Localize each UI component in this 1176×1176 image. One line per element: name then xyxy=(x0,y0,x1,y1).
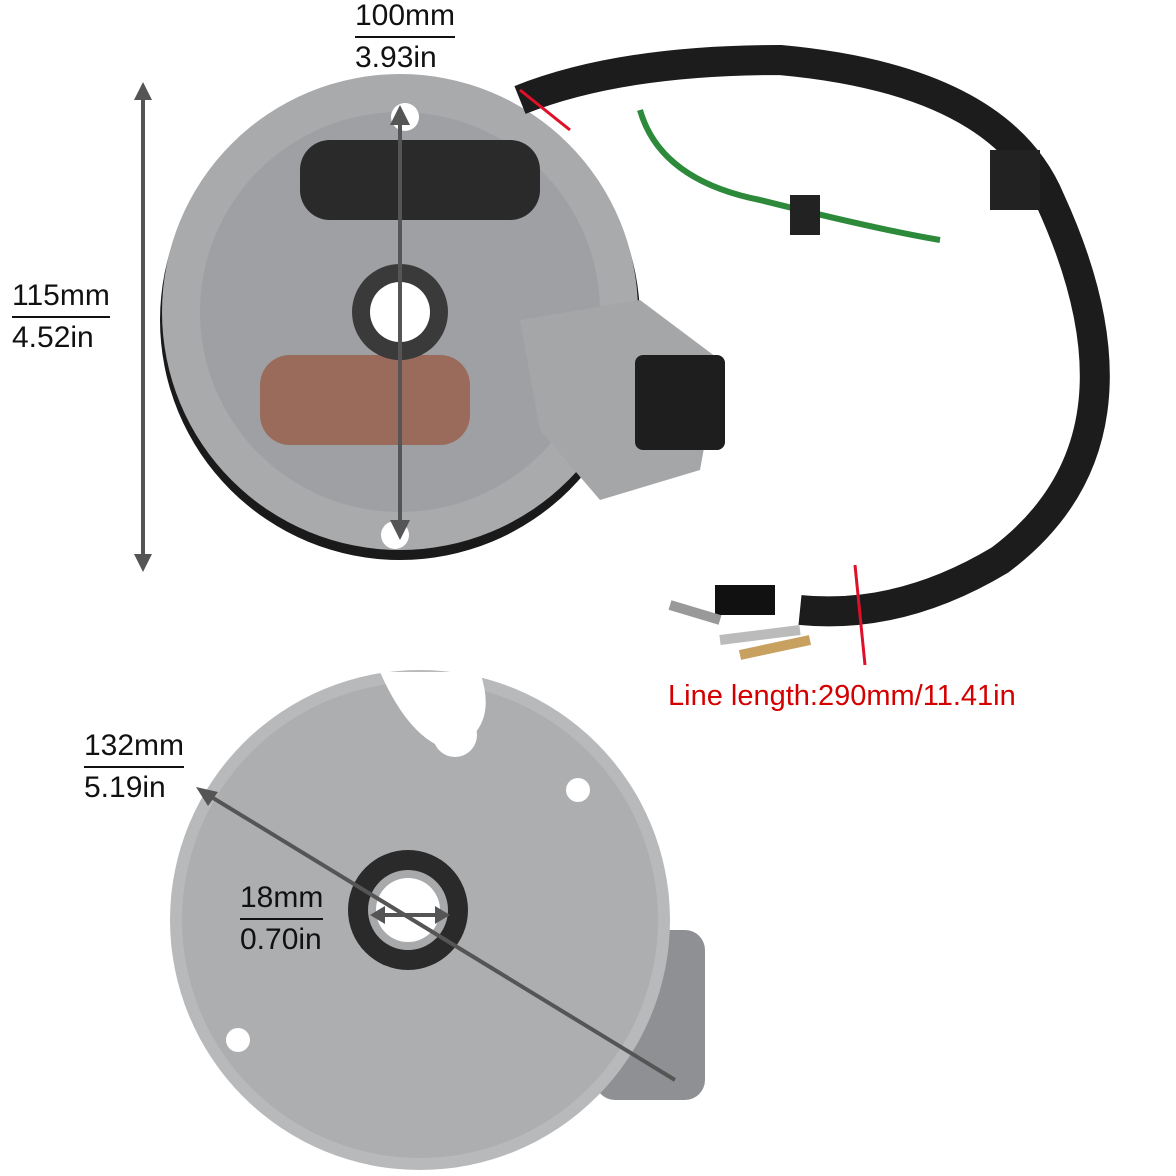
stator-height-mm: 100mm xyxy=(355,0,456,38)
bore-label: 18mm 0.70in xyxy=(240,880,324,958)
overall-height-label: 115mm 4.52in xyxy=(12,278,110,356)
stator-back-view xyxy=(170,670,705,1170)
overall-height-in: 4.52in xyxy=(12,321,94,354)
line-length-label: Line length:290mm/11.41in xyxy=(668,680,1016,712)
pickup-sensor xyxy=(635,355,725,450)
bore-in: 0.70in xyxy=(240,923,322,956)
diameter-mm: 132mm xyxy=(84,728,185,768)
stator-front-view xyxy=(134,74,725,572)
upper-coil xyxy=(300,140,540,220)
cut-mark-top xyxy=(519,88,571,132)
diameter-label: 132mm 5.19in xyxy=(84,728,185,806)
diameter-in: 5.19in xyxy=(84,771,166,804)
cut-mark-bottom xyxy=(853,564,867,666)
bore-mm: 18mm xyxy=(240,880,324,920)
wire-harness xyxy=(514,44,1110,666)
stator-height-label: 100mm 3.93in xyxy=(355,0,456,76)
overall-height-mm: 115mm xyxy=(12,278,110,318)
stator-height-in: 3.93in xyxy=(355,41,437,74)
lower-coil xyxy=(260,355,470,445)
